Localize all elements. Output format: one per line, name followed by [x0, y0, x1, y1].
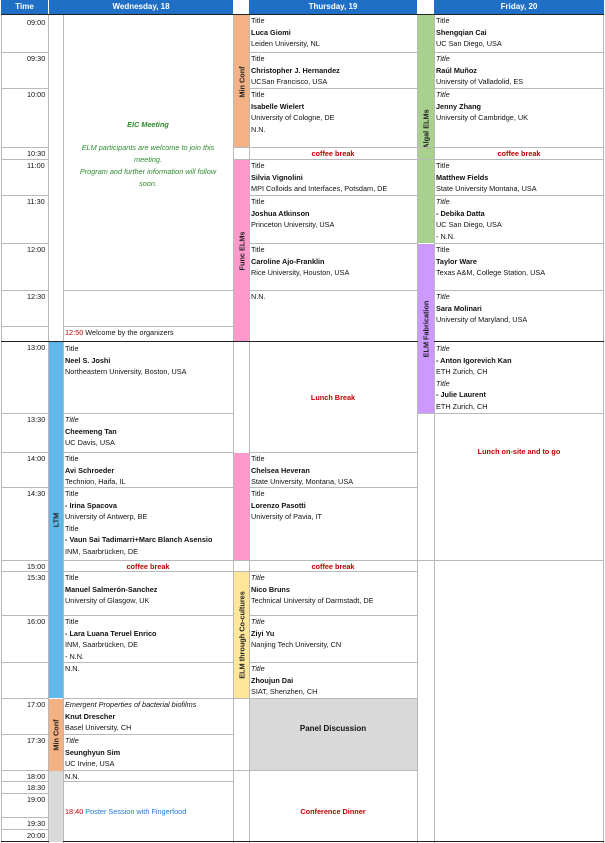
time-label: 19:30 [27, 819, 46, 828]
time-label: 14:00 [27, 454, 46, 463]
talk: N.N. [65, 772, 80, 781]
track-bar-ltm: LTM [49, 342, 63, 698]
time-label: 11:00 [27, 161, 45, 170]
time-label: 09:00 [27, 18, 46, 27]
eic-meeting-text: ELM participants are welcome to join thi… [81, 143, 215, 152]
welcome-row: 12:50 Welcome by the organizers [65, 328, 174, 337]
time-label: 18:30 [27, 783, 46, 792]
header-time: Time [1, 0, 48, 14]
time-label: 15:30 [27, 573, 46, 582]
time-label: 12:00 [27, 245, 46, 254]
track-bar-algal-elms: Algal ELMs [418, 15, 434, 243]
time-label: 10:30 [27, 149, 46, 158]
panel-discussion-label: Panel Discussion [299, 724, 367, 733]
header-wednesday: Wednesday, 18 [49, 0, 233, 14]
time-label: 17:30 [27, 736, 46, 745]
lunch-onsite: Lunch on-site and to go [477, 447, 561, 456]
track-bar-elm-cocultures: ELM through Co-cultures [234, 572, 249, 698]
time-label: 17:00 [27, 700, 46, 709]
eic-meeting-text: meeting. [134, 155, 162, 164]
track-bar-min-conf: Min Conf [234, 15, 249, 148]
coffee-break: coffee break [497, 149, 541, 158]
time-label: 12:30 [27, 292, 46, 301]
time-label: 14:30 [27, 489, 46, 498]
time-label: 09:30 [27, 54, 46, 63]
time-label: 19:00 [27, 795, 46, 804]
time-label: 18:00 [27, 772, 46, 781]
time-label: 16:00 [27, 617, 46, 626]
track-bar-elm-fabrication: ELM Fabrication [418, 244, 434, 413]
header-thursday: Thursday, 19 [249, 0, 417, 14]
talk: N.N. [65, 664, 80, 673]
track-bar-func-elms: Func ELMs [234, 160, 249, 341]
time-label: 10:00 [27, 90, 46, 99]
coffee-break: coffee break [311, 149, 355, 158]
header-friday: Friday, 20 [434, 0, 604, 14]
talk: N.N. [251, 292, 266, 301]
panel-discussion [250, 699, 417, 770]
eic-meeting-text: soon. [139, 179, 157, 188]
conference-dinner: Conference Dinner [300, 807, 366, 816]
talk: Emergent Properties of bacterial biofilm… [65, 700, 197, 733]
time-label: 11:30 [27, 197, 45, 206]
time-label: 15:00 [27, 562, 46, 571]
time-label: 20:00 [27, 831, 46, 840]
coffee-break: coffee break [311, 562, 355, 571]
poster-session: 18:40 Poster Session with Fingerfood [65, 807, 187, 816]
time-label: 13:30 [27, 415, 46, 424]
time-label: 13:00 [27, 343, 46, 352]
eic-meeting-title: EIC Meeting [127, 120, 169, 129]
coffee-break: coffee break [126, 562, 170, 571]
lunch-break: Lunch Break [310, 393, 356, 402]
track-bar-min-conf-wed: Min Conf [49, 699, 63, 771]
eic-meeting-text: Program and further information will fol… [79, 167, 217, 176]
